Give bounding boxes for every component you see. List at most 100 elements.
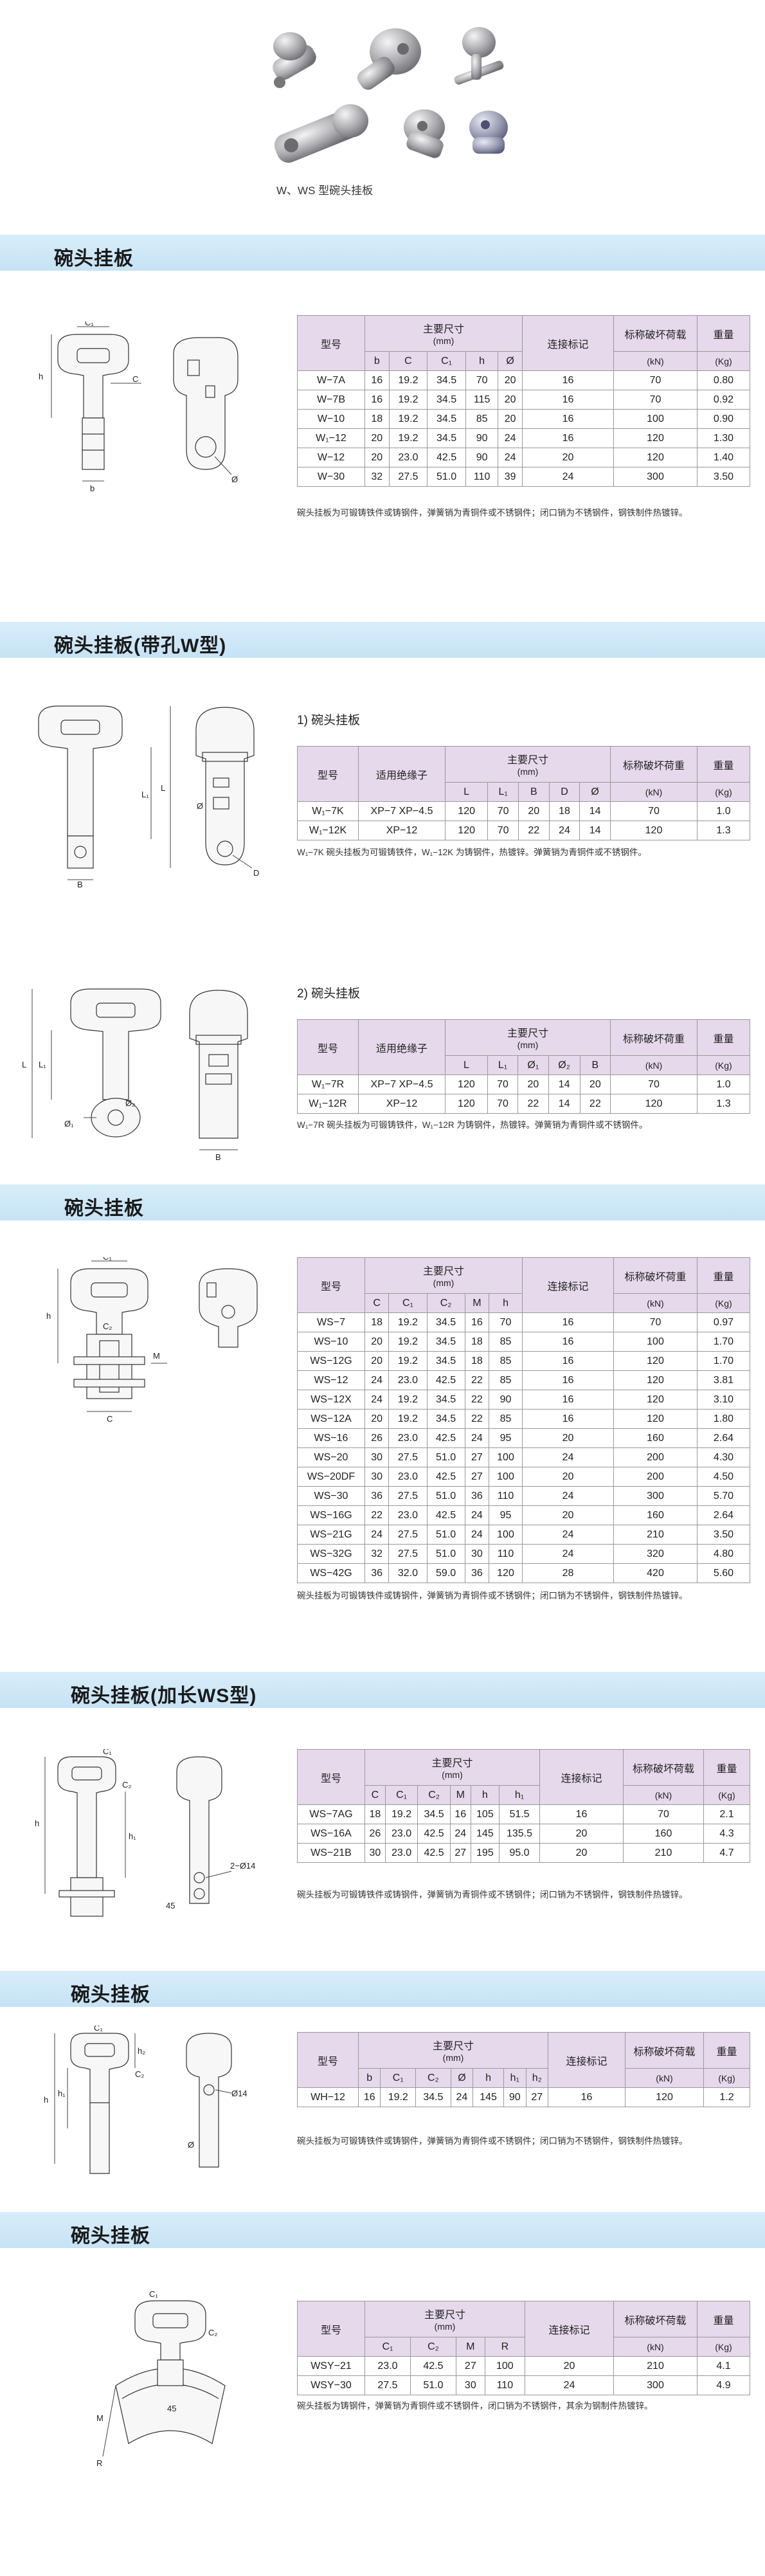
col-model: 型号 [297, 2301, 365, 2357]
table-cell: 100 [484, 2356, 526, 2376]
table-cell: 20 [525, 2356, 614, 2376]
subcol: C [364, 1785, 386, 1805]
table-cell: 27 [464, 1467, 490, 1487]
table-cell: 70 [487, 801, 519, 821]
table-cell: 22 [464, 1370, 490, 1390]
svg-text:D: D [253, 868, 259, 878]
table-cell: 4.30 [697, 1447, 750, 1467]
table-cell: XP−7 XP−4.5 [358, 1075, 446, 1094]
subcol: C₁ [427, 351, 466, 371]
table-cell: 120 [489, 1563, 523, 1583]
table-cell: WS−16 [297, 1428, 365, 1448]
table-cell: 34.5 [427, 428, 466, 448]
table-cell: 42.5 [426, 1370, 465, 1390]
diagram-w1k-type: L₁ L B Ø D [38, 705, 259, 887]
table-cell: 20 [364, 428, 390, 448]
svg-text:C₁: C₁ [149, 2289, 158, 2299]
col-load: 标称破坏荷载 [625, 2032, 704, 2069]
table-cell: 100 [489, 1447, 523, 1467]
subtitle-1: 1) 碗头挂板 [297, 714, 361, 727]
table-cell: 27 [455, 2356, 485, 2376]
table-cell: 3.50 [697, 1525, 750, 1545]
product-photo-cluster [273, 27, 508, 163]
table-cell: 20 [518, 1075, 549, 1094]
table-cell: 24 [450, 2087, 474, 2107]
section-band-2: 碗头挂板(带孔W型) [0, 622, 765, 658]
table-cell: 120 [444, 821, 489, 840]
material-note-2a: W₁−7K 碗头挂板为可锻铸铁件，W₁−12K 为铸钢件，热镀锌。弹簧销为青铜件… [297, 848, 647, 857]
subcol: h [470, 1785, 500, 1805]
table-cell: 14 [579, 801, 611, 821]
table-cell: 27 [464, 1447, 490, 1467]
table-cell: W−10 [297, 409, 365, 429]
table-cell: 70 [613, 390, 698, 410]
table-cell: 18 [464, 1351, 490, 1371]
svg-text:B: B [77, 880, 83, 887]
table-cell: 30 [364, 1843, 386, 1863]
diagram-w-type: h C₁ C b Ø [39, 322, 239, 493]
table-cell: 110 [465, 467, 499, 487]
svg-text:45: 45 [167, 2404, 176, 2413]
table-cell: W₁−12R [297, 1094, 359, 1114]
table-cell: 85 [489, 1409, 523, 1429]
svg-text:C₁: C₁ [85, 322, 94, 327]
subcol: C₁ [364, 2337, 411, 2357]
table-cell: 39 [498, 467, 523, 487]
table-cell: 19.2 [388, 1390, 428, 1410]
table-cell: 36 [364, 1486, 390, 1506]
table-cell: WS−10 [297, 1332, 365, 1352]
table-cell: 70 [487, 1094, 519, 1114]
table-cell: 14 [548, 1094, 580, 1114]
table-cell: 23.0 [384, 1824, 419, 1844]
table-cell: 22 [464, 1390, 490, 1410]
table-cell: 16 [522, 428, 614, 448]
table-cell: 51.0 [426, 1525, 465, 1545]
table-cell: WS−7AG [297, 1804, 365, 1824]
diagram-label-hole: Ø14 [231, 2089, 248, 2098]
hero-caption: W、WS 型碗头挂板 [276, 185, 374, 197]
svg-text:b: b [90, 484, 94, 493]
table-cell: WS−12A [297, 1409, 365, 1429]
table-cell: 16 [522, 409, 614, 429]
table-cell: 30 [364, 1467, 390, 1487]
col-load: 标称破坏荷载 [623, 1749, 704, 1786]
table-cell: WS−12G [297, 1351, 365, 1371]
subcol: L₁ [487, 1055, 519, 1075]
table-cell: 120 [445, 1075, 488, 1094]
weight-unit: (Kg) [703, 2068, 750, 2088]
table-cell: 24 [522, 467, 614, 487]
table-cell: 70 [489, 1312, 523, 1332]
col-insulator: 适用绝缘子 [358, 1019, 446, 1075]
col-model: 型号 [297, 315, 365, 371]
subcol: Ø [498, 351, 523, 371]
table-cell: 19.2 [388, 409, 428, 429]
table-cell: 16 [522, 1370, 614, 1390]
table-cell: 70 [623, 1804, 704, 1824]
col-mark: 连接标记 [548, 2032, 626, 2088]
table-cell: 4.50 [697, 1467, 750, 1487]
table-cell: 23.0 [384, 1843, 419, 1863]
section-title-4: 碗头挂板(加长WS型) [71, 1685, 257, 1707]
col-load: 标称破坏荷重 [610, 1019, 698, 1056]
table-cell: 1.40 [697, 448, 750, 467]
col-model: 型号 [297, 746, 359, 802]
svg-text:R: R [96, 2458, 102, 2468]
table-cell: WS−16G [297, 1505, 365, 1525]
subcol: h₁ [503, 2068, 526, 2088]
table-cell: 20 [364, 1332, 390, 1352]
diagram-wsy-type: C₁ C₂ 45 M R [96, 2289, 226, 2468]
table-cell: 300 [613, 467, 698, 487]
spec-table-w1r: 型号 适用绝缘子 主要尺寸(mm) 标称破坏荷重 重量 L L₁ Ø₁ Ø₂ B… [297, 1019, 750, 1114]
table-cell: 20 [522, 1428, 614, 1448]
table-cell: 20 [364, 1409, 390, 1429]
